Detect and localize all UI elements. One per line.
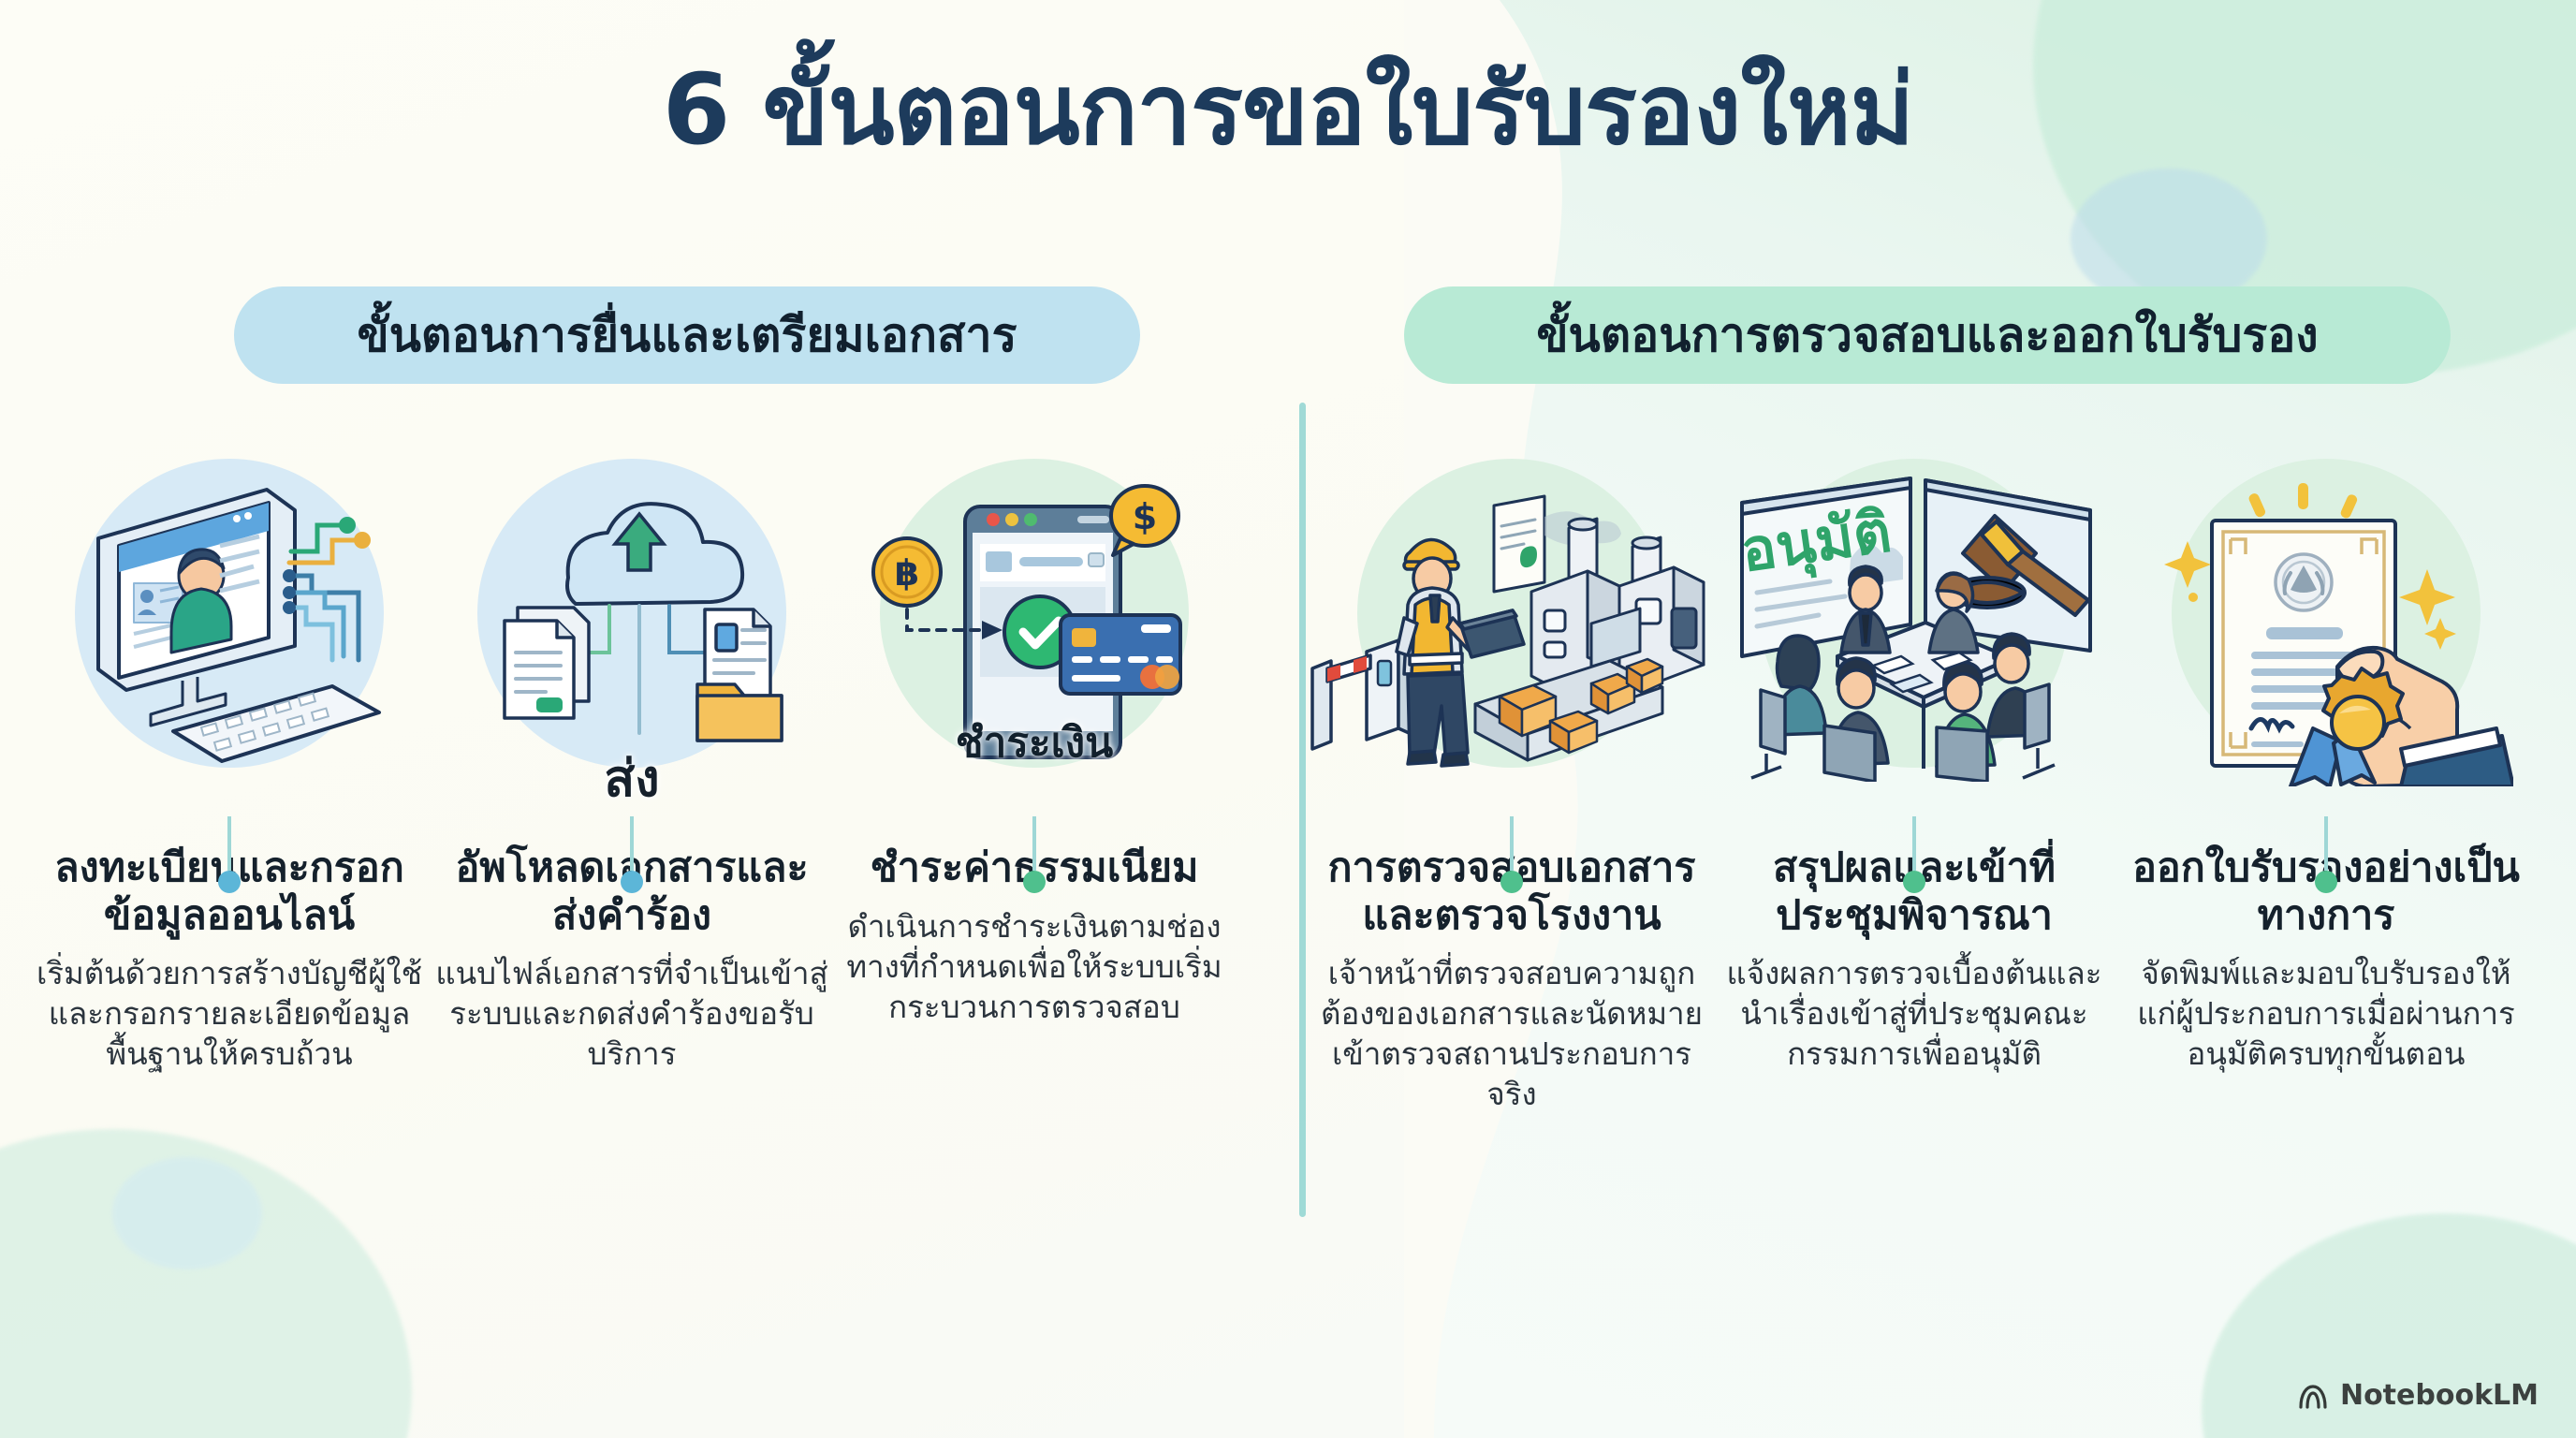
sparkle-icons: [2164, 483, 2456, 650]
step-3-connector-dot: [1023, 871, 1046, 893]
desktop-registration-icon: [96, 488, 381, 763]
mobile-payment-icon: ฿ $: [871, 484, 1182, 759]
section-header-right-label: ขั้นตอนการตรวจสอบและออกใบรับรอง: [1536, 307, 2319, 362]
step-3-description: ดำเนินการชำระเงินตามช่องทางที่กำหนดเพื่อ…: [846, 907, 1222, 1025]
step-card-5: อนุมัติ สรุปผลและเข้าที่ประชุมพิจารณา แจ…: [1713, 440, 2115, 1075]
step-4-connector-dot: [1500, 871, 1523, 893]
step-5-illustration: อนุมัติ: [1713, 440, 2115, 814]
step-6-connector: [2315, 816, 2337, 893]
step-4-title: การตรวจสอบเอกสารและตรวจโรงงาน: [1327, 844, 1696, 939]
background-blob-bottom-left-small: [112, 1157, 262, 1269]
step-card-6: ออกใบรับรองอย่างเป็นทางการ จัดพิมพ์และมอ…: [2125, 440, 2527, 1075]
step-2-connector: [621, 816, 643, 893]
step-1-connector-dot: [218, 871, 241, 893]
page-title: 6 ขั้นตอนการขอใบรับรองใหม่: [662, 52, 1914, 167]
background-blob-top-right-small: [2071, 169, 2267, 309]
step-1-description: เริ่มต้นด้วยการสร้างบัญชีผู้ใช้และกรอกรา…: [36, 955, 423, 1073]
step-6-description: จัดพิมพ์และมอบใบรับรองให้แก่ผู้ประกอบการ…: [2137, 955, 2515, 1073]
step-4-illustration: [1310, 440, 1713, 814]
step-2-illustration: ส่ง: [431, 440, 833, 814]
step-4-description: เจ้าหน้าที่ตรวจสอบความถูกต้องของเอกสารแล…: [1321, 955, 1703, 1113]
step-5-connector: [1903, 816, 1925, 893]
step-3-connector: [1023, 816, 1046, 893]
step-3-illustration: ฿ $ ชำระเงิน: [833, 440, 1236, 814]
step-2-art-caption: ส่ง: [604, 749, 660, 808]
step-6-connector-dot: [2315, 871, 2337, 893]
section-header-left-label: ขั้นตอนการยื่นและเตรียมเอกสาร: [357, 307, 1017, 362]
notebooklm-logo-icon: [2299, 1384, 2327, 1409]
cloud-upload-documents-icon: [503, 502, 783, 742]
svg-text:฿: ฿: [895, 552, 919, 594]
step-2-connector-dot: [621, 871, 643, 893]
step-4-connector: [1500, 816, 1523, 893]
step-5-description: แจ้งผลการตรวจเบื้องต้นและนำเรื่องเข้าสู่…: [1726, 955, 2102, 1073]
step-6-illustration: [2125, 440, 2527, 814]
step-1-illustration: [28, 440, 431, 814]
step-card-1: ลงทะเบียนและกรอกข้อมูลออนไลน์ เริ่มต้นด้…: [28, 440, 431, 1075]
step-2-description: แนบไฟล์เอกสารที่จำเป็นเข้าสู่ระบบและกดส่…: [435, 955, 828, 1073]
step-3-art-caption: ชำระเงิน: [955, 719, 1114, 767]
committee-meeting-icon: อนุมัติ: [1736, 477, 2092, 782]
section-header-left: ขั้นตอนการยื่นและเตรียมเอกสาร: [234, 286, 1140, 384]
step-card-2: ส่ง อัพโหลดเอกสารและส่งคำร้อง แนบไฟล์เอก…: [431, 440, 833, 1075]
watermark-label: NotebookLM: [2339, 1379, 2539, 1412]
factory-inspection-icon: [1310, 494, 1705, 768]
section-divider: [1299, 403, 1306, 1217]
step-card-4: การตรวจสอบเอกสารและตรวจโรงงาน เจ้าหน้าที…: [1310, 440, 1713, 1115]
certificate-award-icon: [2164, 483, 2513, 786]
step-card-3: ฿ $ ชำระเงิน ชำระค่าธรรมเนียม ดำเนินการช…: [833, 440, 1236, 1027]
step-5-connector-dot: [1903, 871, 1925, 893]
section-header-right: ขั้นตอนการตรวจสอบและออกใบรับรอง: [1404, 286, 2451, 384]
notebooklm-watermark: NotebookLM: [2297, 1379, 2539, 1412]
step-1-connector: [218, 816, 241, 893]
svg-text:$: $: [1133, 496, 1157, 537]
